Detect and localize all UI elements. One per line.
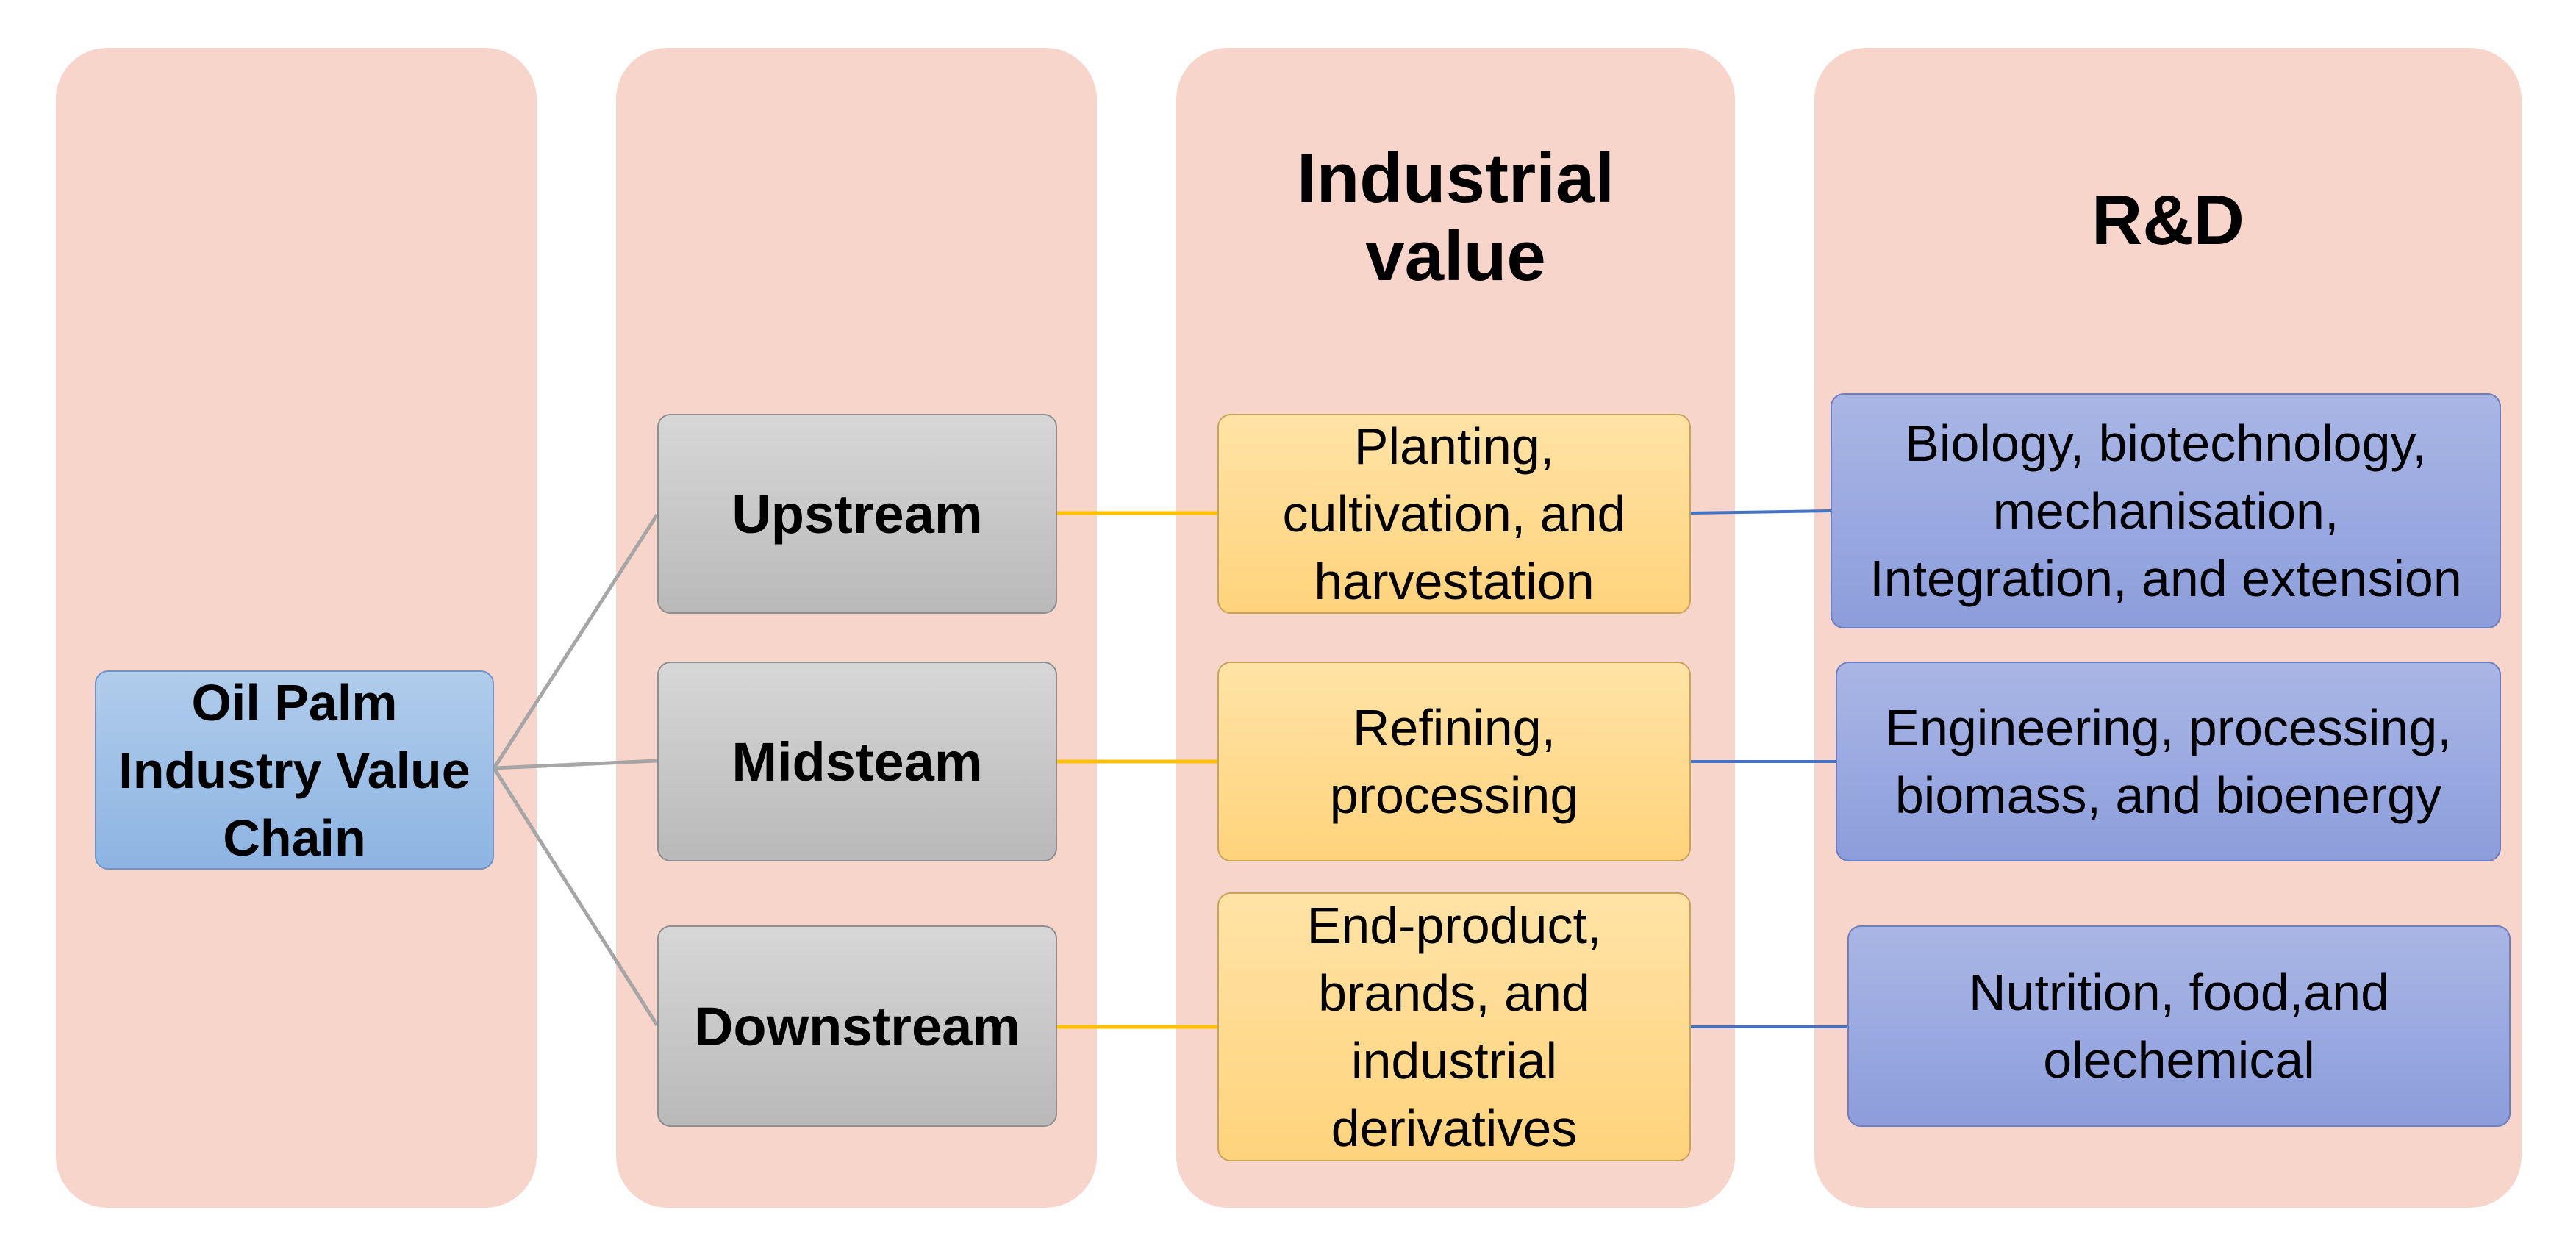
value-to-rd-upstream-link bbox=[1690, 509, 1831, 515]
rd-header: R&D bbox=[2092, 181, 2244, 259]
root-to-upstream-link bbox=[492, 513, 659, 770]
refining-processing-node: Refining, processing bbox=[1217, 662, 1691, 861]
rd-engineering-node: Engineering, processing, biomass, and bi… bbox=[1836, 662, 2501, 861]
root-to-midstream-link bbox=[493, 759, 658, 770]
end-product-node: End-product, brands, and industrial deri… bbox=[1217, 892, 1691, 1161]
planting-cultivation-node: Planting, cultivation, and harvestation bbox=[1217, 414, 1691, 614]
root-to-downstream-link bbox=[492, 767, 659, 1027]
rd-biology-node: Biology, biotechnology, mechanisation, I… bbox=[1831, 393, 2501, 628]
midstream-node: Midsteam bbox=[657, 662, 1057, 861]
oil-palm-value-chain-node: Oil Palm Industry Value Chain bbox=[95, 670, 494, 870]
industrial-value-header: Industrial value bbox=[1296, 139, 1615, 295]
upstream-node: Upstream bbox=[657, 414, 1057, 614]
downstream-node: Downstream bbox=[657, 925, 1057, 1127]
rd-nutrition-node: Nutrition, food,and olechemical bbox=[1847, 925, 2511, 1127]
root-column bbox=[56, 48, 537, 1208]
